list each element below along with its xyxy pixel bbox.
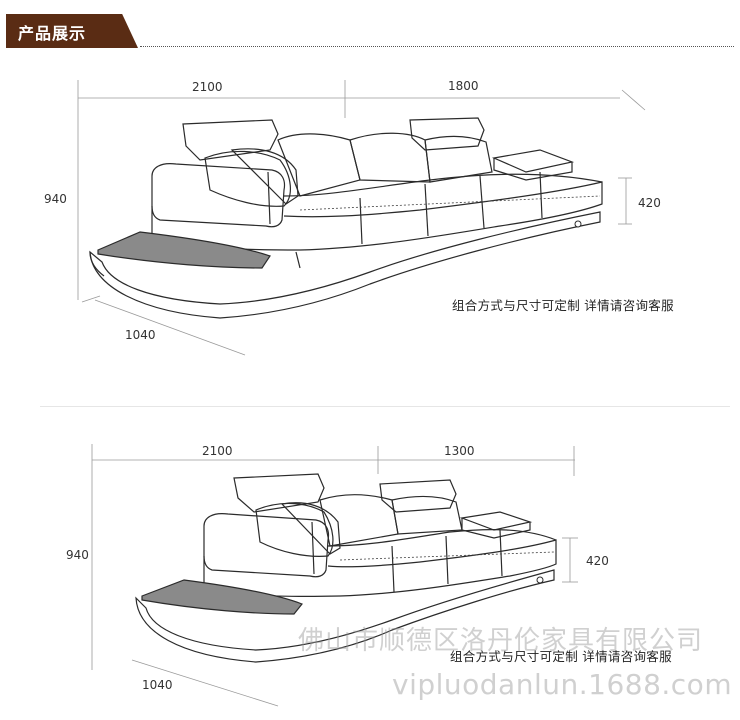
- dimension-width-right: 1300: [444, 444, 475, 458]
- section-divider: [40, 406, 730, 407]
- dimension-depth: 1040: [142, 678, 173, 692]
- customization-note: 组合方式与尺寸可定制 详情请咨询客服: [450, 649, 672, 664]
- dimension-height: 940: [44, 192, 67, 206]
- site-watermark: vipluodanlun.1688.com: [392, 668, 733, 701]
- dimension-width-left: 2100: [202, 444, 233, 458]
- section-title: 产品展示: [18, 24, 87, 43]
- header-dotted-rule: [140, 46, 734, 47]
- dimension-width-right: 1800: [448, 79, 479, 93]
- dimension-seat-height: 420: [586, 554, 609, 568]
- dimension-depth: 1040: [125, 328, 156, 342]
- sofa-diagram-2: [91, 444, 578, 707]
- sofa-diagram-1: [77, 80, 646, 356]
- dimension-width-left: 2100: [192, 80, 223, 94]
- header-tab: [6, 14, 138, 48]
- company-watermark: 佛山市顺德区洛丹伦家具有限公司: [298, 626, 704, 656]
- dimension-seat-height: 420: [638, 196, 661, 210]
- section-header: 产品展示: [0, 0, 740, 50]
- dimension-height: 940: [66, 548, 89, 562]
- customization-note: 组合方式与尺寸可定制 详情请咨询客服: [452, 298, 674, 313]
